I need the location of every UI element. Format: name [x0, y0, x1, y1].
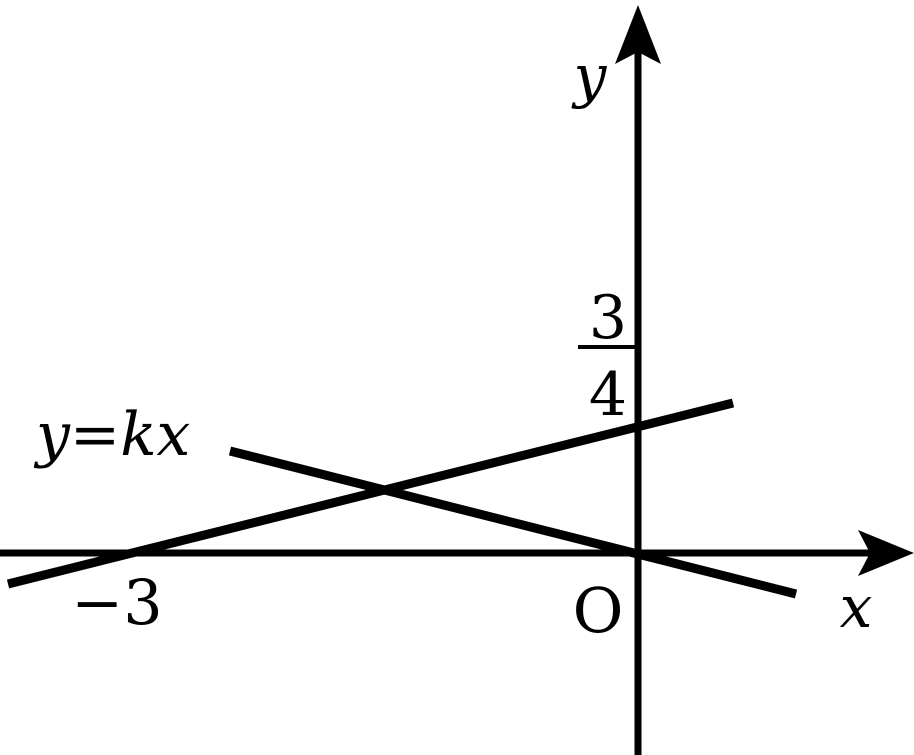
line-y-equals-kx: [228, 446, 798, 599]
line-through-intercepts: [6, 398, 735, 589]
y-intercept-denominator: 4: [589, 360, 627, 430]
line-equation-label: y=kx: [33, 400, 190, 470]
x-intercept-label: −3: [71, 566, 162, 639]
line-label-equals: =: [70, 400, 120, 470]
line-label-kx: kx: [120, 400, 190, 470]
line-label-y: y: [33, 400, 71, 470]
y-axis-label: y: [571, 42, 608, 110]
y-axis-arrowhead: [615, 5, 661, 64]
x-axis-label: x: [840, 573, 873, 641]
origin-label: O: [573, 574, 624, 647]
x-axis-arrowhead: [858, 530, 914, 576]
y-intercept-numerator: 3: [589, 283, 627, 353]
